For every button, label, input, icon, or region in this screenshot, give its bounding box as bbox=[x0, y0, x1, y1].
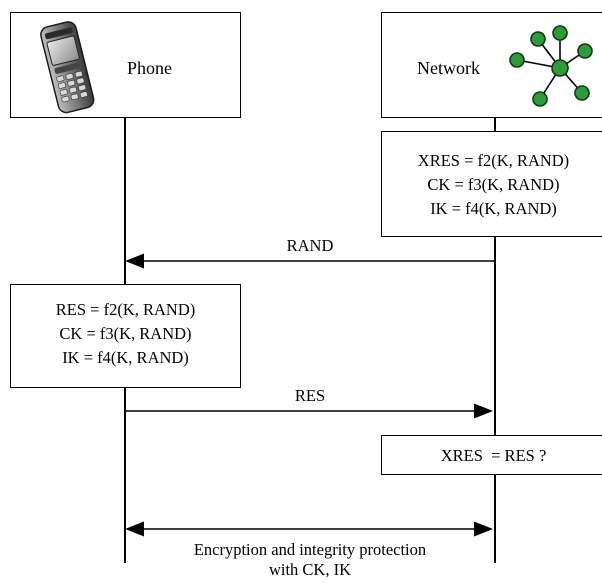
protection-label-line2: with CK, IK bbox=[268, 560, 352, 579]
phone-ck-line: CK = f3(K, RAND) bbox=[59, 324, 192, 343]
xres-check-box: XRES = RES ? bbox=[381, 435, 602, 475]
rand-arrow bbox=[125, 253, 494, 269]
res-message-label: RES bbox=[294, 386, 326, 405]
phone-computation-box: RES = f2(K, RAND) CK = f3(K, RAND) IK = … bbox=[10, 284, 241, 388]
phone-participant-box: Phone bbox=[10, 12, 241, 118]
network-ik-line: IK = f4(K, RAND) bbox=[430, 199, 557, 218]
mobile-phone-icon bbox=[35, 17, 101, 115]
network-xres-line: XRES = f2(K, RAND) bbox=[417, 151, 570, 170]
network-ck-line: CK = f3(K, RAND) bbox=[427, 175, 560, 194]
protection-label-line1: Encryption and integrity protection bbox=[130, 540, 490, 560]
network-computation-box: XRES = f2(K, RAND) CK = f3(K, RAND) IK =… bbox=[381, 131, 602, 237]
phone-res-line: RES = f2(K, RAND) bbox=[55, 300, 196, 319]
network-label: Network bbox=[417, 58, 480, 78]
protection-arrow bbox=[125, 521, 493, 537]
phone-label: Phone bbox=[127, 58, 172, 78]
xres-check-text: XRES = RES ? bbox=[440, 446, 547, 465]
network-participant-box: Network bbox=[381, 12, 602, 118]
res-arrow bbox=[126, 403, 493, 419]
network-nodes-icon bbox=[502, 23, 598, 113]
rand-message-label: RAND bbox=[286, 236, 334, 255]
network-lifeline bbox=[494, 117, 496, 563]
phone-ik-line: IK = f4(K, RAND) bbox=[62, 348, 189, 367]
